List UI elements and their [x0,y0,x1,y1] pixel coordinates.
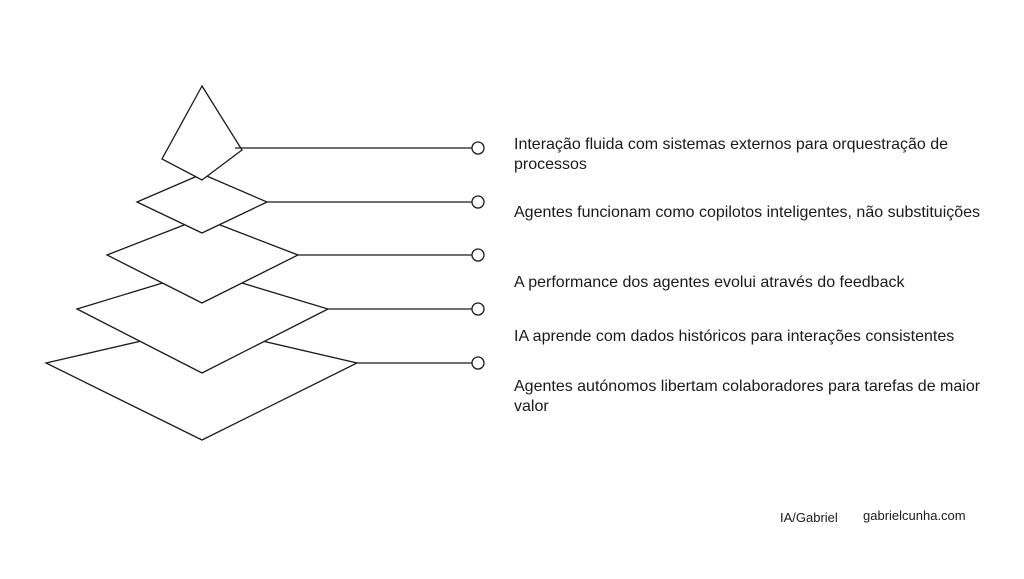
layer-label-3: A performance dos agentes evolui através… [514,274,905,291]
layer-label-4: IA aprende com dados históricos para int… [514,328,955,345]
connector-node-4 [471,302,485,316]
pyramid-apex [161,84,243,181]
connector-node-5 [471,356,485,370]
footer-site: gabrielcunha.com [863,508,966,523]
footer-author: IA/Gabriel [780,510,838,525]
layer-label-5: Agentes autónomos libertam colaboradores… [514,378,981,415]
connector-node-1 [471,141,485,155]
pyramid-layer-2 [135,173,269,234]
connector-node-2 [471,195,485,209]
connector-node-3 [471,248,485,262]
layer-label-1: Interação fluida com sistemas externos p… [514,136,949,173]
layer-label-2: Agentes funcionam como copilotos intelig… [514,204,981,221]
